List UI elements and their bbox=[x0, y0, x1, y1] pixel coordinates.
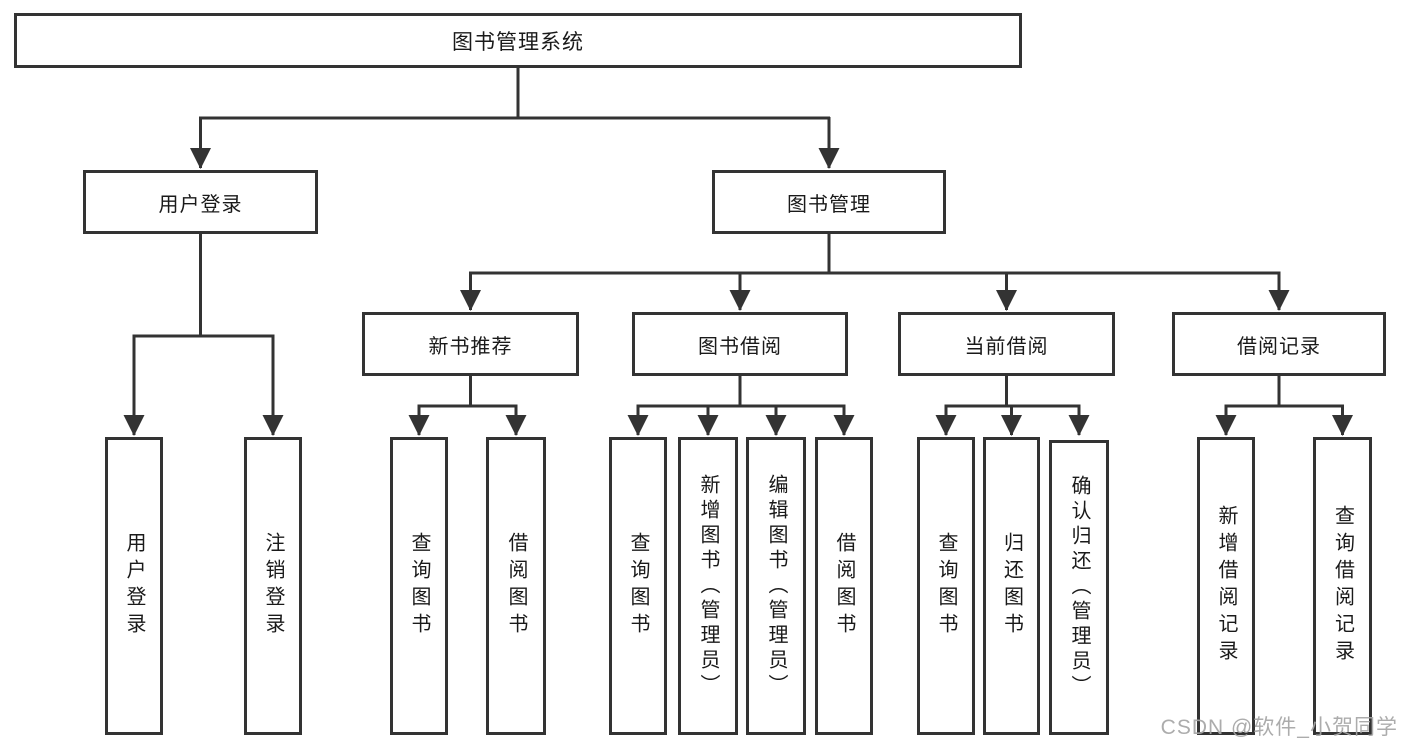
connector-new-book-recommend-to-leaves bbox=[408, 376, 527, 437]
leaf-confirm-return-admin: 确认归还（管理员） bbox=[1049, 440, 1109, 735]
node-label: 借阅图书 bbox=[833, 532, 855, 640]
leaf-query-borrow-record: 查询借阅记录 bbox=[1313, 437, 1372, 735]
leaf-borrow-books-1: 借阅图书 bbox=[486, 437, 546, 735]
node-label: 新增借阅记录 bbox=[1215, 505, 1237, 667]
node-label: 编辑图书（管理员） bbox=[765, 473, 787, 699]
node-label: 确认归还（管理员） bbox=[1068, 475, 1090, 700]
connector-borrow-record-to-leaves bbox=[1215, 376, 1353, 437]
node-label: 用户登录 bbox=[123, 532, 145, 640]
leaf-edit-books-admin: 编辑图书（管理员） bbox=[746, 437, 806, 735]
node-label: 当前借阅 bbox=[964, 335, 1049, 358]
node-label: 借阅记录 bbox=[1237, 335, 1321, 358]
connector-book-management-to-level3 bbox=[460, 234, 1290, 312]
node-label: 用户登录 bbox=[158, 193, 243, 216]
node-label: 注销登录 bbox=[262, 532, 284, 640]
node-label: 查询借阅记录 bbox=[1331, 505, 1354, 667]
csdn-watermark: CSDN @软件_小贺同学 bbox=[1160, 716, 1398, 739]
node-book-borrow: 图书借阅 bbox=[632, 312, 848, 376]
node-label: 归还图书 bbox=[1000, 532, 1023, 640]
leaf-add-books-admin: 新增图书（管理员） bbox=[678, 437, 738, 735]
leaf-logout: 注销登录 bbox=[244, 437, 302, 735]
node-label: 新增图书（管理员） bbox=[697, 473, 719, 699]
node-label: 图书借阅 bbox=[698, 335, 782, 358]
node-new-book-recommend: 新书推荐 bbox=[362, 312, 579, 376]
leaf-return-books: 归还图书 bbox=[983, 437, 1040, 735]
node-label: 新书推荐 bbox=[428, 335, 513, 358]
node-book-management: 图书管理 bbox=[712, 170, 946, 234]
connector-user-login-to-leaves bbox=[123, 234, 284, 437]
node-user-login: 用户登录 bbox=[83, 170, 318, 234]
node-label: 查询图书 bbox=[408, 532, 430, 640]
node-borrow-record: 借阅记录 bbox=[1172, 312, 1386, 376]
leaf-add-borrow-record: 新增借阅记录 bbox=[1197, 437, 1255, 735]
leaf-query-books-2: 查询图书 bbox=[609, 437, 667, 735]
node-label: 图书管理系统 bbox=[452, 30, 584, 54]
node-current-borrow: 当前借阅 bbox=[898, 312, 1115, 376]
connector-current-borrow-to-leaves bbox=[935, 376, 1090, 437]
node-library-management-system: 图书管理系统 bbox=[14, 13, 1022, 68]
leaf-user-login: 用户登录 bbox=[105, 437, 163, 735]
leaf-query-books-3: 查询图书 bbox=[917, 437, 975, 735]
node-label: 借阅图书 bbox=[505, 532, 527, 640]
leaf-borrow-books-2: 借阅图书 bbox=[815, 437, 873, 735]
leaf-query-books-1: 查询图书 bbox=[390, 437, 448, 735]
node-label: 图书管理 bbox=[787, 193, 871, 216]
connector-root-to-level2 bbox=[190, 68, 840, 170]
node-label: 查询图书 bbox=[935, 532, 957, 640]
node-label: 查询图书 bbox=[627, 532, 649, 640]
connector-book-borrow-to-leaves bbox=[627, 376, 855, 437]
